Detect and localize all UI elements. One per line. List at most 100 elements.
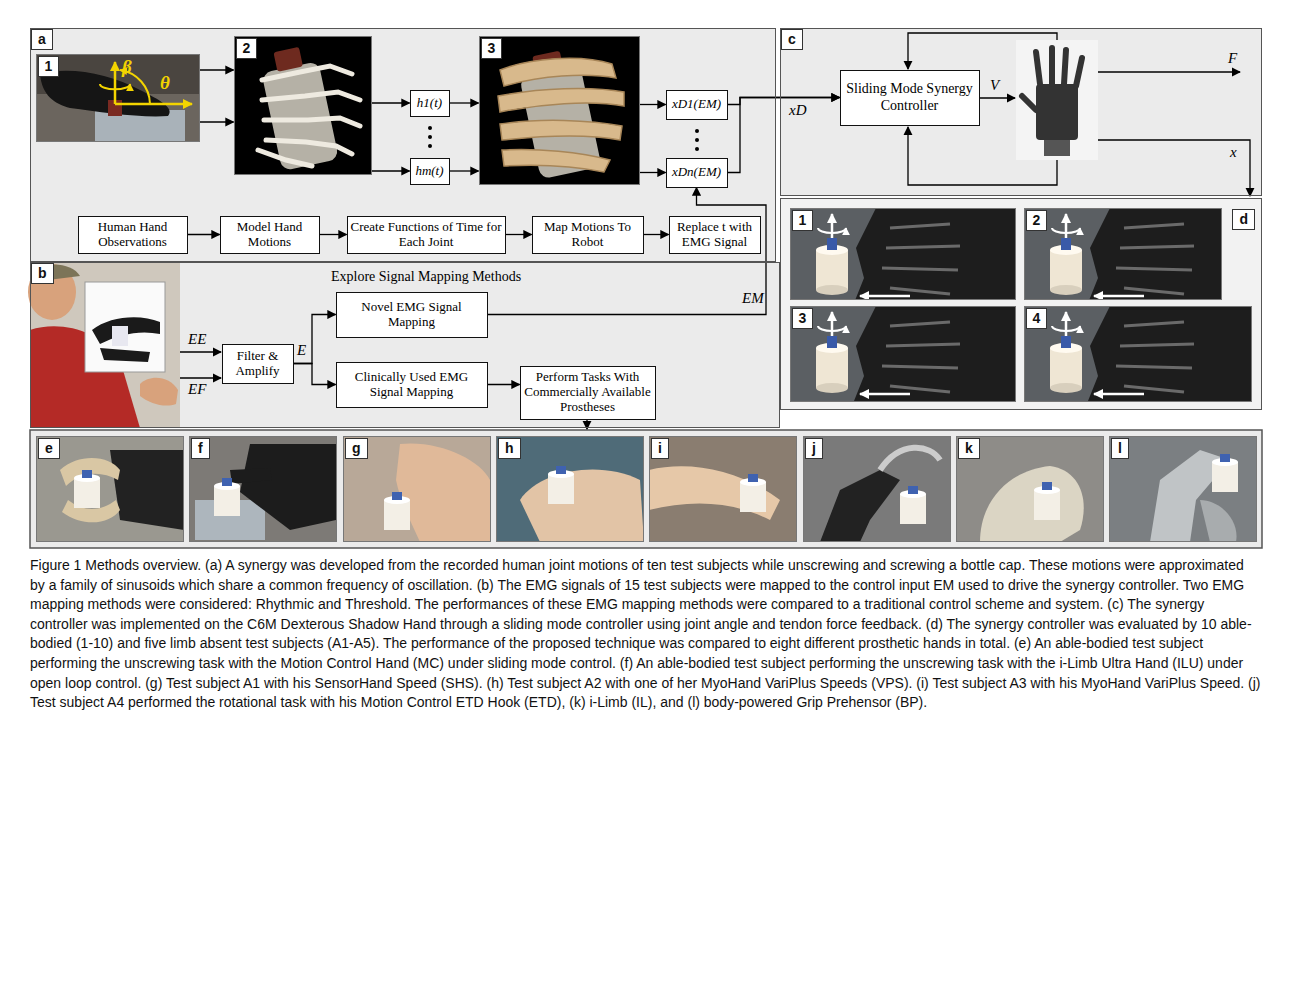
prosthesis-photos	[230, 468, 272, 484]
prosthesis-photos	[520, 470, 644, 542]
skeleton-render	[234, 36, 372, 175]
process-box: Create Functions of Time for Each Joint	[347, 216, 506, 254]
connector-arrow	[188, 234, 220, 235]
glove-photo	[114, 62, 117, 104]
shadow-hand-photo	[1036, 52, 1040, 84]
connector-arrow	[372, 102, 410, 103]
controller-test-photos	[816, 208, 1030, 308]
photo-frame: 1	[790, 208, 1016, 300]
photo-number: 1	[38, 56, 60, 77]
connector-arrow	[450, 170, 479, 171]
photo-number: g	[345, 438, 368, 459]
ellipsis-dots	[428, 135, 432, 139]
skeleton-render	[258, 150, 312, 166]
process-box: Clinically Used EMG Signal Mapping	[336, 362, 488, 408]
prosthesis-photos	[36, 436, 1257, 542]
skeleton-render	[258, 44, 339, 171]
panel-frame: bExplore Signal Mapping MethodsFilter & …	[30, 262, 780, 428]
connector-arrow	[372, 170, 410, 171]
process-box: Perform Tasks With Commercially Availabl…	[520, 366, 656, 420]
photo-number: 2	[236, 38, 258, 59]
hand-model-render	[479, 36, 640, 185]
prosthesis-photos	[496, 436, 644, 542]
signal-box: h1(t)	[410, 90, 450, 117]
box-text: Novel EMG Signal Mapping	[340, 300, 484, 330]
subject-photo	[85, 282, 165, 372]
box-text: Sliding Mode Synergy Controller	[844, 81, 976, 113]
box-text: hm(t)	[415, 164, 443, 179]
prosthesis-photos	[36, 436, 184, 542]
controller-test-photos	[816, 306, 1030, 406]
prosthesis-photos	[956, 436, 1104, 542]
panel-heading: Explore Signal Mapping Methods	[331, 269, 521, 285]
box-text: Clinically Used EMG Signal Mapping	[340, 370, 484, 400]
prosthesis-photos	[214, 478, 240, 516]
signal-label: F	[1228, 50, 1237, 67]
photo-frame: e	[36, 436, 184, 542]
glove-photo	[36, 54, 200, 142]
shadow-hand-photo	[1022, 48, 1082, 110]
connector-arrow	[488, 384, 520, 385]
shadow-hand-photo	[1064, 50, 1066, 84]
shadow-hand-photo	[1044, 140, 1070, 156]
prosthesis-photos	[1034, 482, 1060, 520]
ellipsis-dots	[695, 138, 699, 142]
photo-number: f	[191, 438, 210, 459]
photo-number: 3	[792, 308, 814, 329]
ellipsis-dots	[428, 144, 432, 148]
ellipsis-dots	[428, 126, 699, 151]
process-box: Filter & Amplify	[222, 344, 294, 384]
glove-photo	[115, 103, 192, 106]
figure-caption: Figure 1 Methods overview. (a) A synergy…	[30, 556, 1262, 713]
controller-test-photos	[1050, 306, 1264, 406]
ellipsis-dots	[695, 129, 699, 133]
prosthesis-photos	[803, 436, 951, 542]
signal-lines	[1098, 140, 1250, 196]
controller-test-photos	[816, 208, 1030, 308]
signal-label: β	[122, 56, 132, 78]
prosthesis-photos	[240, 444, 336, 530]
photo-frame: i	[649, 436, 797, 542]
box-text: Human Hand Observations	[82, 220, 184, 250]
connector-arrow	[640, 172, 666, 173]
signal-box: xD1(EM)	[666, 90, 728, 120]
photo-number: h	[498, 438, 521, 459]
connector-arrow	[644, 234, 669, 235]
prosthesis-photos	[74, 470, 100, 508]
connector-arrow	[200, 69, 234, 70]
signal-label: EF	[188, 381, 206, 398]
signal-lines	[180, 377, 221, 378]
photo-frame: j	[803, 436, 951, 542]
shadow-hand-photo	[1076, 58, 1082, 86]
box-text: h1(t)	[417, 96, 442, 111]
photo-number: 1	[792, 210, 814, 231]
photo-number: 2	[1026, 210, 1048, 231]
box-text: Replace t with EMG Signal	[673, 220, 757, 250]
box-text: xDn(EM)	[672, 165, 721, 180]
photo-number: 4	[1026, 308, 1048, 329]
skeleton-render	[266, 140, 352, 154]
connector-arrow	[640, 104, 666, 105]
ellipsis-dots	[695, 147, 699, 151]
box-text: Map Motions To Robot	[536, 220, 640, 250]
photo-number: j	[805, 438, 823, 459]
connector-arrow	[294, 364, 336, 385]
shadow-hand-photo	[1036, 84, 1078, 140]
prosthesis-photos	[189, 436, 337, 542]
panel-grounds	[30, 28, 776, 262]
connector-arrow	[320, 234, 347, 235]
skeleton-render	[273, 47, 303, 72]
skeleton-render	[258, 66, 360, 166]
subject-photo	[140, 378, 178, 406]
skeleton-render	[264, 118, 360, 126]
signal-lines	[908, 127, 1057, 185]
photo-frame: 1	[36, 54, 200, 142]
box-text: Create Functions of Time for Each Joint	[351, 220, 502, 250]
prosthesis-photos	[880, 448, 940, 470]
panel-frame: d1234	[780, 198, 1262, 410]
photo-frame: 3	[479, 36, 640, 185]
shadow-hand-photo	[1016, 40, 1098, 160]
photo-frame: g	[343, 436, 491, 542]
edge-label: E	[296, 342, 307, 359]
